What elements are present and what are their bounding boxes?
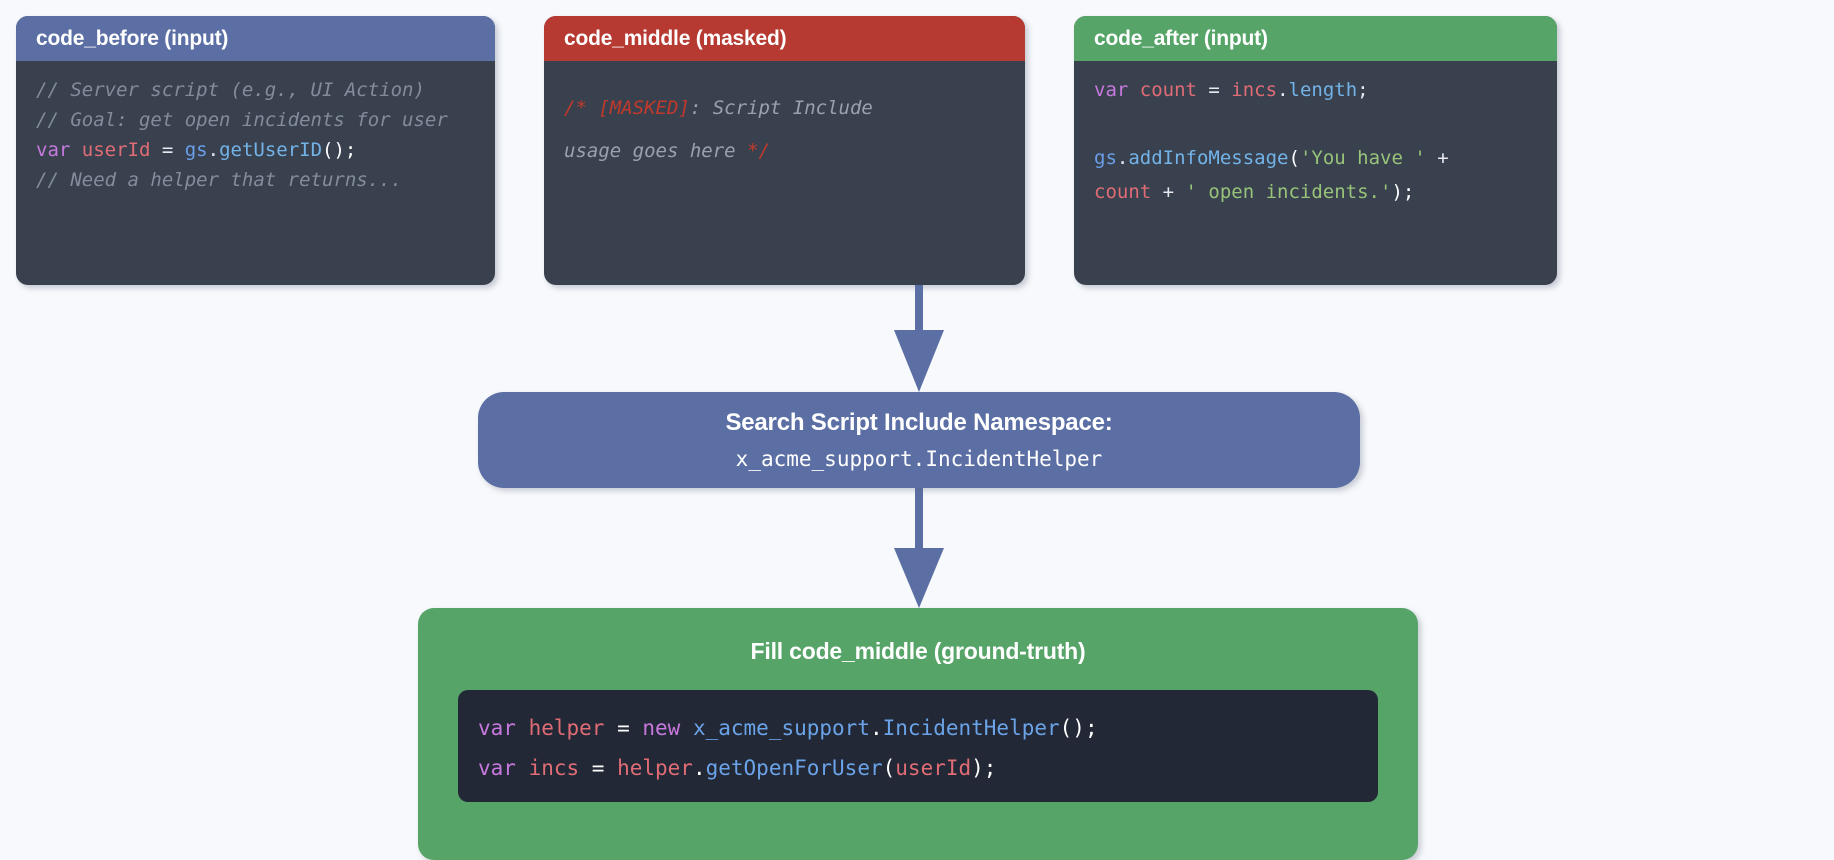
after-operator-equals: = xyxy=(1208,79,1232,101)
panel-code-after-code: var count = incs.length; gs.addInfoMessa… xyxy=(1074,61,1557,209)
after-dot-2: . xyxy=(1116,147,1129,169)
panel-code-after: code_after (input) var count = incs.leng… xyxy=(1074,16,1557,285)
groundtruth-code-block: var helper = new x_acme_support.Incident… xyxy=(458,690,1378,802)
gt-keyword-var-1: var xyxy=(478,716,516,740)
panel-code-middle-title: code_middle (masked) xyxy=(544,16,1025,61)
code-object-gs: gs xyxy=(184,139,208,161)
after-semicolon-1: ; xyxy=(1357,79,1369,101)
panel-code-after-title: code_after (input) xyxy=(1074,16,1557,61)
after-keyword-var: var xyxy=(1094,79,1129,101)
gt-namespace: x_acme_support xyxy=(692,716,870,740)
after-method-addinfomessage: addInfoMessage xyxy=(1128,147,1289,169)
after-string-open-incidents: ' open incidents.' xyxy=(1185,181,1392,203)
after-plus-1: + xyxy=(1425,147,1449,169)
masked-comment-close: */ xyxy=(747,140,770,162)
gt-operator-equals-1: = xyxy=(617,716,643,740)
gt-paren-open: ( xyxy=(882,756,896,780)
masked-comment-text: : Script Include xyxy=(689,97,873,119)
code-method-getuserid: getUserID xyxy=(219,139,323,161)
after-string-you-have: 'You have ' xyxy=(1299,147,1426,169)
code-parens-1: (); xyxy=(322,139,357,161)
gt-tail-1: (); xyxy=(1059,716,1098,740)
groundtruth-title: Fill code_middle (ground-truth) xyxy=(750,638,1086,664)
gt-identifier-incs: incs xyxy=(515,756,592,780)
gt-method-getopenforuser: getOpenForUser xyxy=(705,756,883,780)
code-identifier-userid: userId xyxy=(70,139,162,161)
gt-operator-equals-2: = xyxy=(591,756,618,780)
panel-code-before: code_before (input) // Server script (e.… xyxy=(16,16,495,285)
after-paren-open: ( xyxy=(1288,147,1300,169)
gt-keyword-new: new xyxy=(642,716,693,740)
gt-arg-userid: userId xyxy=(895,756,972,780)
code-operator-equals: = xyxy=(161,139,185,161)
after-dot-1: . xyxy=(1277,79,1289,101)
arrow-search-to-groundtruth xyxy=(894,488,944,608)
after-identifier-count: count xyxy=(1128,79,1209,101)
search-namespace-title: Search Script Include Namespace: xyxy=(725,409,1113,436)
after-identifier-incs: incs xyxy=(1231,79,1278,101)
gt-identifier-helper: helper xyxy=(515,716,618,740)
gt-class-incidenthelper: IncidentHelper xyxy=(882,716,1060,740)
gt-paren-close: ); xyxy=(971,756,997,780)
after-property-length: length xyxy=(1288,79,1358,101)
panel-code-before-code: // Server script (e.g., UI Action) // Go… xyxy=(16,61,495,195)
search-namespace-node[interactable]: Search Script Include Namespace: x_acme_… xyxy=(478,392,1360,488)
after-object-gs: gs xyxy=(1094,147,1117,169)
panel-code-middle: code_middle (masked) /* [MASKED]: Script… xyxy=(544,16,1025,285)
code-dot-1: . xyxy=(207,139,220,161)
masked-comment-text-2: usage goes here xyxy=(564,140,748,162)
groundtruth-node[interactable]: Fill code_middle (ground-truth) var help… xyxy=(418,608,1418,860)
gt-keyword-var-2: var xyxy=(478,756,516,780)
panel-code-middle-code: /* [MASKED]: Script Include usage goes h… xyxy=(544,61,1025,173)
after-plus-2: + xyxy=(1151,181,1186,203)
code-comment-line-1: // Server script (e.g., UI Action) xyxy=(36,79,425,101)
masked-comment-open: /* xyxy=(564,97,599,119)
panel-code-before-title: code_before (input) xyxy=(16,16,495,61)
gt-dot-2: . xyxy=(692,756,706,780)
after-tail-parens: ); xyxy=(1391,181,1415,203)
search-namespace-value: x_acme_support.IncidentHelper xyxy=(735,447,1103,471)
code-keyword-var: var xyxy=(36,139,71,161)
masked-tag: [MASKED] xyxy=(598,97,690,119)
gt-receiver-helper: helper xyxy=(617,756,693,780)
code-comment-line-3: // Need a helper that returns... xyxy=(36,169,403,191)
after-identifier-count-2: count xyxy=(1094,181,1152,203)
code-comment-line-2: // Goal: get open incidents for user xyxy=(36,109,448,131)
gt-dot-1: . xyxy=(869,716,883,740)
arrow-middle-to-search xyxy=(894,285,944,392)
